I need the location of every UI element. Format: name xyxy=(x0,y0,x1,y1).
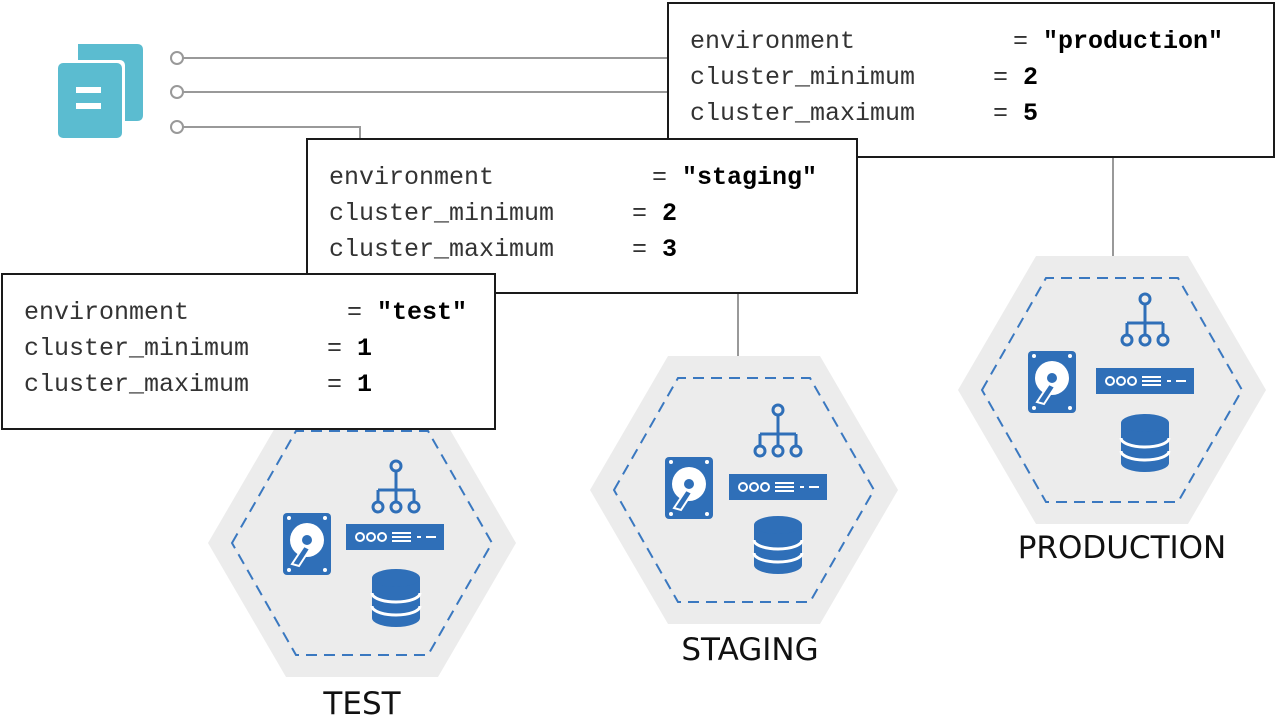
config-value: "test" xyxy=(377,298,468,327)
server-rack-icon xyxy=(1095,367,1195,395)
server-rack-icon xyxy=(345,523,445,551)
config-key: environment xyxy=(690,27,856,56)
config-row: cluster_maximum = 1 xyxy=(24,367,494,403)
connector-staging xyxy=(183,126,361,138)
config-value: "staging" xyxy=(682,163,818,192)
equals-sign: = xyxy=(617,235,663,264)
config-key: environment xyxy=(24,298,190,327)
config-row: cluster_minimum = 2 xyxy=(690,60,1273,96)
config-row: environment = "test" xyxy=(24,295,494,331)
connector-lines xyxy=(170,51,1114,356)
database-icon xyxy=(752,514,804,576)
config-row: environment = "production" xyxy=(690,24,1273,60)
config-value: 2 xyxy=(662,199,678,228)
test-config-box: environment= "test" cluster_minimum = 1 … xyxy=(1,273,496,430)
equals-sign: = xyxy=(652,163,683,192)
hard-drive-icon xyxy=(664,456,714,520)
config-value: 5 xyxy=(1023,99,1039,128)
database-icon xyxy=(1119,412,1171,474)
config-key: environment xyxy=(329,163,495,192)
config-key: cluster_maximum xyxy=(329,235,555,264)
database-icon xyxy=(370,567,422,629)
equals-sign: = xyxy=(978,63,1024,92)
config-key: cluster_minimum xyxy=(24,334,250,363)
config-key: cluster_minimum xyxy=(690,63,916,92)
config-value: "production" xyxy=(1043,27,1224,56)
equals-sign: = xyxy=(617,199,663,228)
config-key: cluster_maximum xyxy=(24,370,250,399)
equals-sign: = xyxy=(347,298,378,327)
server-rack-icon xyxy=(728,473,828,501)
staging-label: STAGING xyxy=(681,632,819,668)
config-value: 2 xyxy=(1023,63,1039,92)
config-value: 1 xyxy=(357,370,373,399)
equals-sign: = xyxy=(312,334,358,363)
connector-port xyxy=(170,120,184,134)
test-environment-hex xyxy=(208,409,516,677)
config-row: cluster_minimum = 1 xyxy=(24,331,494,367)
connector-port xyxy=(170,85,184,99)
hard-drive-icon xyxy=(282,512,332,576)
equals-sign: = xyxy=(1013,27,1044,56)
hard-drive-icon xyxy=(1027,350,1077,414)
connector-port xyxy=(170,51,184,65)
documents-icon xyxy=(55,44,143,141)
config-row: cluster_maximum = 3 xyxy=(329,232,856,268)
production-config-box: environment = "production" cluster_minimu… xyxy=(667,2,1275,158)
config-row: environment = "staging" xyxy=(329,160,856,196)
production-environment-hex xyxy=(958,256,1266,524)
config-row: cluster_maximum = 5 xyxy=(690,96,1273,132)
staging-environment-hex xyxy=(590,356,898,624)
staging-config-box: environment = "staging" cluster_minimum =… xyxy=(306,138,858,294)
production-label: PRODUCTION xyxy=(1017,530,1227,566)
config-row: cluster_minimum = 2 xyxy=(329,196,856,232)
config-key: cluster_minimum xyxy=(329,199,555,228)
config-value: 1 xyxy=(357,334,373,363)
equals-sign: = xyxy=(978,99,1024,128)
config-key: cluster_maximum xyxy=(690,99,916,128)
config-value: 3 xyxy=(662,235,678,264)
test-label: TEST xyxy=(323,686,401,722)
equals-sign: = xyxy=(312,370,358,399)
